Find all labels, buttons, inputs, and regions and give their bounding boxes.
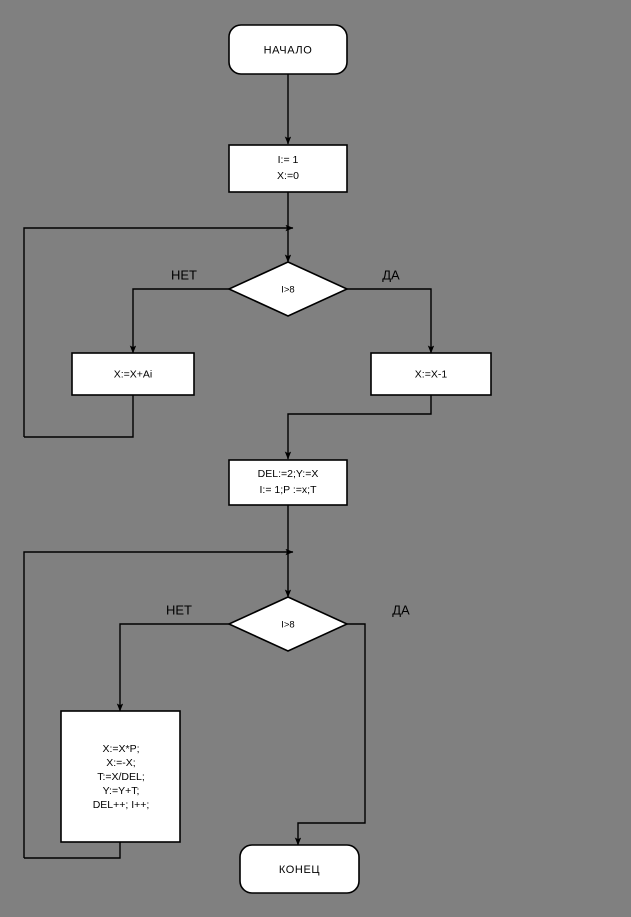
decision1-yes-label: ДА (382, 267, 400, 282)
node-proc-sum[interactable]: X:=X+Ai (71, 352, 195, 396)
proc-sum-label: X:=X+Ai (114, 368, 153, 380)
connector-procloop-to-loopback (24, 842, 121, 859)
decision2-label: I>8 (281, 620, 294, 631)
node-proc-dec[interactable]: X:=X-1 (370, 352, 492, 396)
decision1-no-label: НЕТ (171, 267, 197, 282)
init2-shape (228, 459, 348, 506)
node-start[interactable]: НАЧАЛО (228, 24, 348, 75)
connector-decision1-no (129, 288, 229, 354)
decision1-shape (227, 261, 349, 317)
connector-procsum-to-loopback (24, 395, 134, 438)
init-label-line1: I:= 1 (278, 154, 299, 166)
node-decision1[interactable]: I>8 (227, 261, 349, 317)
node-decision2[interactable]: I>8 (227, 596, 349, 652)
node-end[interactable]: КОНЕЦ (239, 844, 360, 894)
decision2-no-label: НЕТ (166, 602, 192, 617)
decision2-shape (227, 596, 349, 652)
init-shape (228, 144, 348, 193)
start-label: НАЧАЛО (264, 44, 313, 56)
proc-loop-line-1: X:=X*P; (102, 743, 139, 755)
proc-loop-line-5: DEL++; I++; (93, 799, 150, 811)
connector-decision1-yes (347, 288, 435, 354)
connector-procdec-to-init2 (284, 395, 432, 460)
end-shape (239, 844, 360, 894)
connector-decision2-yes (294, 623, 366, 846)
init-label-line2: X:=0 (277, 170, 299, 182)
end-label: КОНЕЦ (279, 864, 320, 876)
proc-loop-line-2: X:=-X; (106, 757, 135, 769)
init2-label-line2: I:= 1;P :=x;T (259, 484, 317, 496)
connector-loopback1 (23, 224, 294, 437)
connector-loopback2 (23, 548, 294, 858)
connector-decision2-no (116, 623, 229, 712)
decision1-label: I>8 (281, 285, 294, 296)
proc-loop-line-4: Y:=Y+T; (103, 785, 140, 797)
proc-loop-shape (60, 710, 181, 843)
node-init2[interactable]: DEL:=2;Y:=X I:= 1;P :=x;T (228, 459, 348, 506)
init2-label-line1: DEL:=2;Y:=X (258, 468, 319, 480)
start-shape (228, 24, 348, 75)
proc-sum-shape (71, 352, 195, 396)
node-init[interactable]: I:= 1 X:=0 (228, 144, 348, 193)
proc-dec-label: X:=X-1 (415, 368, 448, 380)
node-proc-loop[interactable]: X:=X*P; X:=-X; T:=X/DEL; Y:=Y+T; DEL++; … (60, 710, 181, 843)
decision2-yes-label: ДА (392, 602, 410, 617)
proc-loop-line-3: T:=X/DEL; (97, 771, 145, 783)
proc-dec-shape (370, 352, 492, 396)
